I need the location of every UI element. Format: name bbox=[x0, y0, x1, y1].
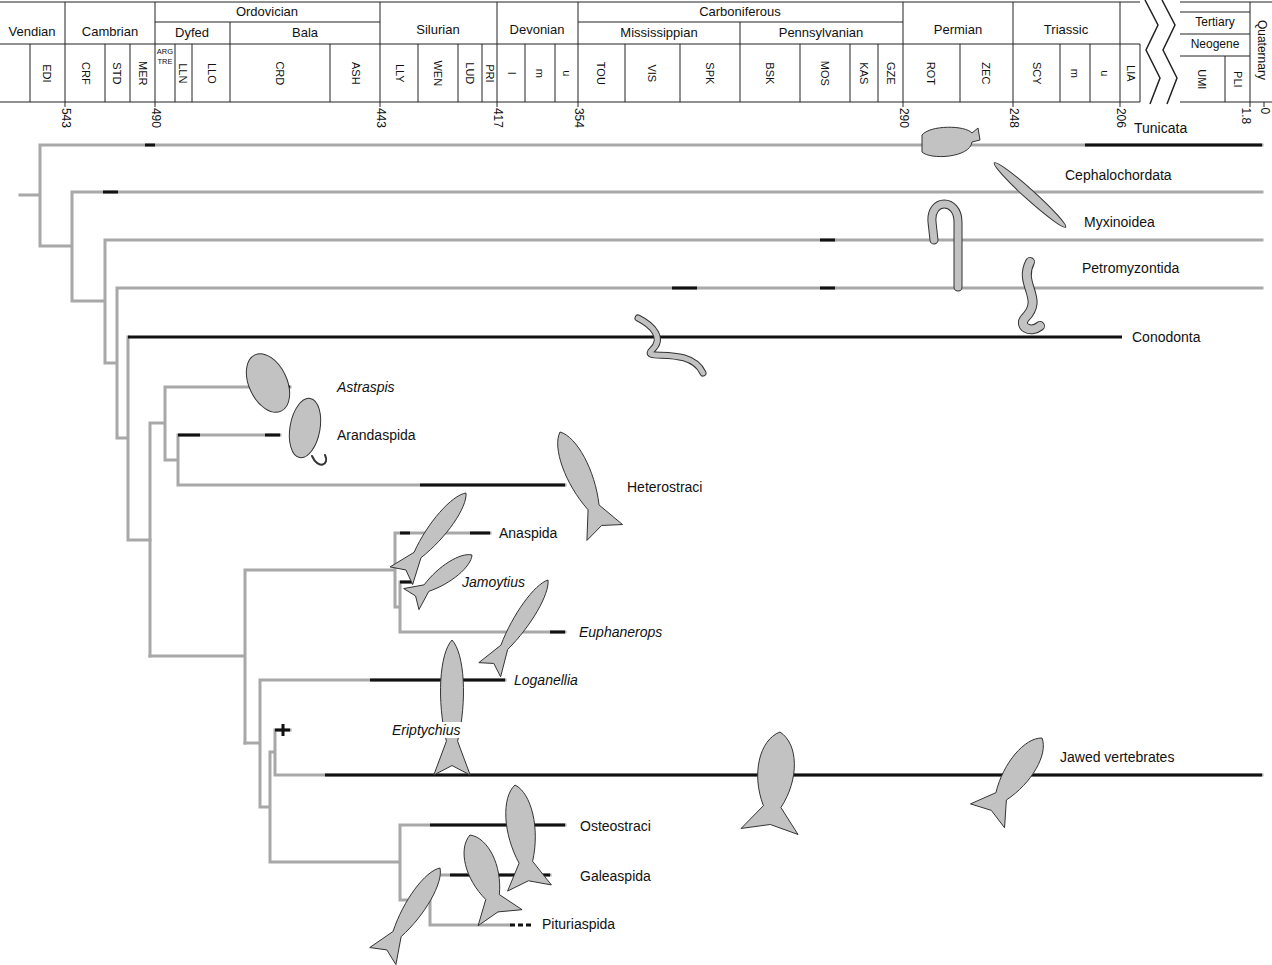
epoch-label: Mississippian bbox=[620, 26, 697, 41]
age-number: 206 bbox=[1113, 108, 1127, 128]
stage-label: PLI bbox=[1231, 71, 1244, 88]
taxon-label: Pituriaspida bbox=[540, 916, 617, 932]
age-number: 248 bbox=[1006, 108, 1020, 128]
taxon-label: Cephalochordata bbox=[1063, 167, 1174, 183]
stage-label: m bbox=[534, 68, 547, 77]
taxon-label: Galeaspida bbox=[578, 868, 653, 884]
taxon-label: Arandaspida bbox=[335, 427, 418, 443]
epoch-label: Pennsylvanian bbox=[779, 26, 864, 41]
stage-label: MER bbox=[136, 61, 149, 85]
ghost-lineages bbox=[20, 145, 1262, 925]
age-number: 490 bbox=[148, 108, 162, 128]
taxon-label: Loganellia bbox=[512, 672, 580, 688]
stage-label: l bbox=[505, 72, 518, 74]
taxon-label: Anaspida bbox=[497, 525, 559, 541]
taxon-label: Heterostraci bbox=[625, 479, 704, 495]
taxon-label: Astraspis bbox=[335, 379, 397, 395]
period-label: Tertiary bbox=[1195, 16, 1234, 30]
taxon-label: Petromyzontida bbox=[1080, 260, 1181, 276]
stage-label: ZEC bbox=[980, 62, 993, 84]
stage-label: MOS bbox=[819, 60, 832, 85]
taxon-label: Jamoytius bbox=[460, 574, 527, 590]
stage-label: m bbox=[1069, 68, 1082, 77]
stage-label: SPK bbox=[704, 62, 717, 84]
stage-label: LLN bbox=[177, 63, 190, 83]
period-label: Vendian bbox=[9, 25, 56, 40]
period-label: Cambrian bbox=[82, 25, 138, 40]
stage-label: UMI bbox=[1196, 69, 1209, 89]
period-label: Carboniferous bbox=[699, 5, 781, 20]
age-number: 443 bbox=[373, 108, 387, 128]
stage-label: VIS bbox=[646, 64, 659, 82]
taxon-label: Osteostraci bbox=[578, 818, 653, 834]
period-label: Ordovician bbox=[236, 5, 298, 20]
taxon-label: Tunicata bbox=[1132, 120, 1189, 136]
stage-label: STD bbox=[111, 62, 124, 84]
stage-label: GZE bbox=[884, 62, 897, 85]
timescale-grid bbox=[0, 0, 1272, 107]
eel-silhouettes bbox=[312, 204, 1040, 465]
stage-label: PRI bbox=[484, 64, 497, 82]
stage-label: u bbox=[561, 70, 574, 76]
epoch-label: Neogene bbox=[1191, 38, 1240, 52]
age-number: 1.8 bbox=[1238, 108, 1252, 125]
period-label: Triassic bbox=[1044, 23, 1088, 38]
organism-silhouettes bbox=[238, 127, 1069, 964]
epoch-label: Dyfed bbox=[175, 26, 209, 41]
taxon-label: Conodonta bbox=[1130, 329, 1203, 345]
period-label: Permian bbox=[934, 23, 982, 38]
stage-label: LUD bbox=[464, 62, 477, 84]
stage-label: CRD bbox=[274, 61, 287, 85]
stage-label: ARG bbox=[157, 48, 173, 57]
taxon-label: Euphanerops bbox=[577, 624, 664, 640]
epoch-label: Bala bbox=[292, 26, 318, 41]
stage-label: SCY bbox=[1030, 62, 1043, 85]
stage-label: LLO bbox=[205, 63, 218, 84]
stage-label: WEN bbox=[432, 60, 445, 86]
age-number: 417 bbox=[490, 108, 504, 128]
stage-label: BSK bbox=[764, 62, 777, 84]
stage-label: KAS bbox=[858, 62, 871, 84]
stage-label: LLY bbox=[393, 64, 406, 83]
taxon-label: Eriptychius bbox=[390, 722, 462, 738]
stage-label: ROT bbox=[925, 61, 938, 84]
period-label: Silurian bbox=[416, 23, 459, 38]
age-number: 354 bbox=[571, 108, 585, 128]
period-label: Devonian bbox=[510, 23, 565, 38]
stage-label: ASH bbox=[349, 62, 362, 85]
stage-label: EDI bbox=[41, 64, 54, 82]
fossil-ranges bbox=[103, 145, 1262, 925]
stage-label: TRE bbox=[158, 58, 173, 67]
stage-label: CRF bbox=[79, 62, 92, 85]
age-number: 290 bbox=[896, 108, 910, 128]
stage-label: TOU bbox=[595, 61, 608, 84]
stage-label: u bbox=[1099, 70, 1112, 76]
taxon-label: Jawed vertebrates bbox=[1058, 749, 1176, 765]
age-number: 543 bbox=[58, 108, 72, 128]
stage-label: LIA bbox=[1124, 65, 1137, 82]
age-number: 0 bbox=[1257, 108, 1271, 115]
period-label: Quaternary bbox=[1254, 20, 1268, 80]
taxon-label: Myxinoidea bbox=[1082, 214, 1157, 230]
